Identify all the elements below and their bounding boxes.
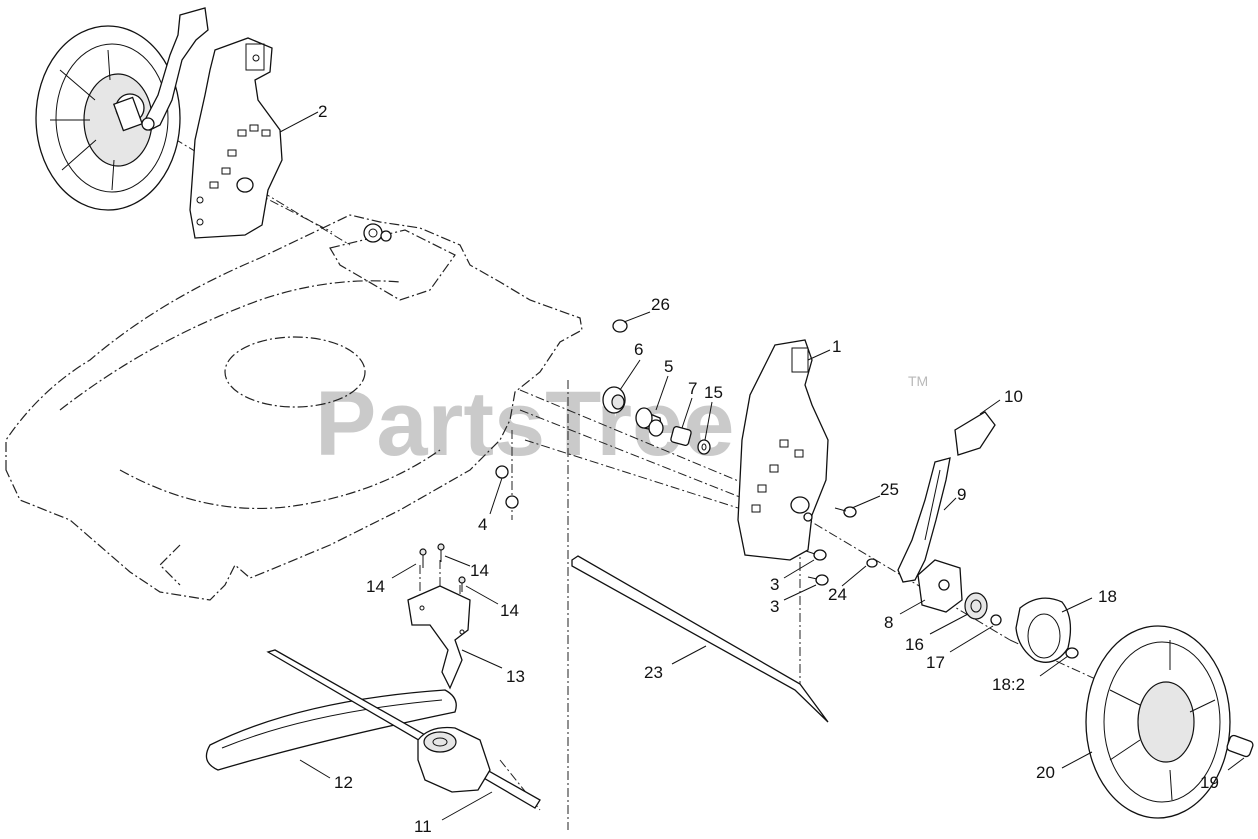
callout-26: 26 — [651, 295, 670, 314]
mower-deck — [5, 214, 583, 601]
hub-cover-18 — [1015, 597, 1079, 663]
height-plate-left — [189, 37, 283, 239]
deck-height-adjuster — [363, 223, 392, 243]
wheel-front-right — [1085, 625, 1231, 819]
bolt-19 — [1226, 734, 1254, 758]
callout-14-middle: 14 — [470, 561, 489, 580]
screw-14-right — [458, 576, 466, 592]
callout-3-upper: 3 — [770, 575, 779, 594]
bolt-25 — [834, 506, 857, 518]
callout-labels: 2 26 6 5 7 15 1 10 25 9 4 14 14 14 3 3 2… — [318, 102, 1219, 836]
callout-1: 1 — [832, 337, 841, 356]
leader-lines — [279, 111, 1245, 821]
callout-8: 8 — [884, 613, 893, 632]
callout-7: 7 — [688, 379, 697, 398]
callout-14-left: 14 — [366, 577, 385, 596]
screw-14-left — [419, 548, 427, 568]
callout-5: 5 — [664, 357, 673, 376]
bracket-13 — [407, 585, 471, 690]
callout-19: 19 — [1200, 773, 1219, 792]
bolt-3b — [807, 574, 829, 586]
callout-15: 15 — [704, 383, 723, 402]
transmission-11 — [266, 649, 541, 809]
height-plate-right — [737, 339, 829, 561]
callout-2: 2 — [318, 102, 327, 121]
gear-16 — [964, 592, 988, 620]
callout-12: 12 — [334, 773, 353, 792]
callout-6: 6 — [634, 340, 643, 359]
height-lever-rear-left — [112, 7, 209, 132]
bolt-3a — [805, 549, 827, 561]
callout-4: 4 — [478, 515, 487, 534]
screw-14-middle — [437, 543, 445, 562]
callout-14-right: 14 — [500, 601, 519, 620]
nuts-4 — [495, 465, 519, 509]
callout-25: 25 — [880, 480, 899, 499]
clip-17 — [990, 614, 1002, 626]
pivot-bracket-8 — [917, 559, 963, 613]
callout-9: 9 — [957, 485, 966, 504]
lever-grip-10 — [954, 411, 996, 456]
callout-18: 18 — [1098, 587, 1117, 606]
callout-23: 23 — [644, 663, 663, 682]
callout-13: 13 — [506, 667, 525, 686]
watermark-trademark: TM — [908, 373, 928, 389]
baffle-23 — [571, 555, 829, 723]
bushing-6 — [602, 386, 626, 414]
sleeve-7 — [670, 425, 692, 447]
callout-24: 24 — [828, 585, 847, 604]
height-lever-9 — [897, 457, 951, 583]
callout-20: 20 — [1036, 763, 1055, 782]
callout-17: 17 — [926, 653, 945, 672]
spacer-5 — [635, 407, 664, 437]
screw-24 — [866, 558, 878, 568]
drive-belt-12 — [205, 689, 457, 771]
callout-3-lower: 3 — [770, 597, 779, 616]
callout-16: 16 — [905, 635, 924, 654]
washer-15 — [697, 439, 711, 455]
callout-11: 11 — [414, 817, 432, 836]
callout-10: 10 — [1004, 387, 1023, 406]
watermark-brand: PartsTree — [315, 373, 734, 475]
nut-26 — [612, 319, 628, 333]
callout-18-2: 18:2 — [992, 675, 1025, 694]
